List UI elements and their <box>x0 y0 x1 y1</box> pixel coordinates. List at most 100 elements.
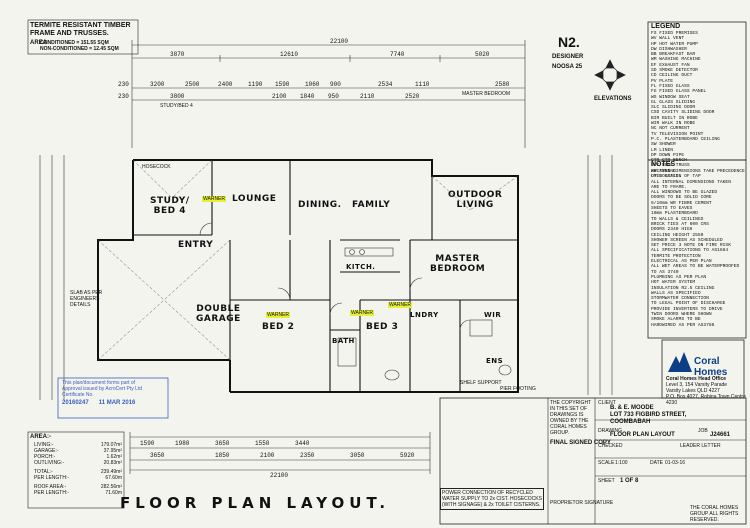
proprietor-signature: PROPRIETOR SIGNATURE <box>550 500 614 506</box>
slab-note: SLAB AS PER ENGINEERS DETAILS <box>70 290 103 308</box>
company-address2: Varsity Lakes QLD 4227 <box>666 388 720 394</box>
sub-dim-6: 1060 <box>305 81 320 88</box>
model-name: NOOSA 25 <box>552 64 583 70</box>
room-outdoor: OUTDOOR LIVING <box>448 190 503 210</box>
lower-dim-1: 3800 <box>170 93 185 100</box>
notes-item: HOT WATER SYSTEM <box>651 280 696 286</box>
area-row: PORCH:-1.62m² <box>34 454 122 460</box>
hosecock-label: HOSECOCK <box>142 164 171 170</box>
highlight-note-2: WARNER <box>266 312 291 318</box>
sheet-label: SHEET <box>598 478 615 484</box>
legend-item: SD SMOKE DETECTOR <box>651 68 698 74</box>
legend-item: PV PLATE <box>651 78 674 84</box>
legend-item: P.C. PLASTERBOARD CEILING <box>651 136 720 142</box>
area-row: ROOF AREA:-282.56m² <box>34 484 122 490</box>
notes-item: ALL SPECIFICATIONS TO AS1684 <box>651 248 729 254</box>
notes-item: ARE TO FRAME. <box>651 184 687 190</box>
legend-item: AW AWNING <box>651 168 676 174</box>
legend-item: WIR WALK IN ROBE <box>651 121 696 127</box>
area-conditioned: CONDITIONED = 151.55 SQM <box>40 40 109 46</box>
notes-item: ALL WINDOWS TO BE GLAZED <box>651 190 718 196</box>
study-bed-small-label: STUDY/BED 4 <box>160 103 193 109</box>
sub-dim-1: 3200 <box>150 81 165 88</box>
legend-item: LT LOCATION OF TAP <box>651 174 701 180</box>
room-dining: DINING. <box>298 200 342 210</box>
suburb: COOMBABAH <box>610 419 651 425</box>
legend-item: R/T ROOF TRUSS <box>651 163 690 169</box>
legend-item: WS WINDOW SEAT <box>651 94 690 100</box>
leader-letter: LEADER LETTER <box>680 443 721 449</box>
company-logo: Coral Homes <box>694 356 728 378</box>
lower-dim-3: 1840 <box>300 93 315 100</box>
sub-dim-7: 900 <box>330 81 341 88</box>
scale-label: SCALE <box>598 460 615 466</box>
room-garage: DOUBLE GARAGE <box>196 304 241 324</box>
room-study: STUDY/ BED 4 <box>150 196 190 216</box>
notes-item: TERMITE PROTECTION <box>651 253 701 259</box>
top-dim-2: 12610 <box>280 51 299 58</box>
area-row: LIVING:-179.07m² <box>34 442 122 448</box>
sub-dim-10: 2580 <box>495 81 510 88</box>
room-lndry: LNDRY <box>410 311 439 319</box>
bottom-dim-8: 2100 <box>260 452 275 459</box>
bottom-dim-3: 3650 <box>215 440 230 447</box>
drawing-name: FLOOR PLAN LAYOUT <box>610 432 675 438</box>
notes-item: OVER SCALE. <box>651 174 682 180</box>
design-code: N2. <box>558 34 580 50</box>
bottom-dim-1: 1590 <box>140 440 155 447</box>
legend-item: FG FIXED GLASS PANEL <box>651 89 707 95</box>
client-name: B. & E. MOODE <box>610 405 654 411</box>
area-row: PER LENGTH:-71.60m <box>34 490 122 496</box>
area-row: OUTLIVING:-20.83m² <box>34 460 122 466</box>
notes-item: TO AS 3740 <box>651 269 679 275</box>
notes-item: 10mm PLASTERBOARD <box>651 211 698 217</box>
room-family: FAMILY <box>352 200 391 210</box>
highlight-note-3: WARNER <box>350 310 375 316</box>
notes-title: NOTES <box>651 161 676 168</box>
notes-item: TWIN DOORS WHERE SHOWN <box>651 312 712 318</box>
area-table-title: AREA:- <box>30 434 51 440</box>
job-number: J24661 <box>710 432 731 438</box>
designer-label: DESIGNER <box>552 54 584 60</box>
bottom-overall-dim: 22100 <box>270 472 289 479</box>
top-dim-1: 3870 <box>170 51 185 58</box>
notes-item: SMOKE ALARMS TO BE <box>651 317 701 323</box>
legend-item: DW DISHWASHER <box>651 46 687 52</box>
final-signed-copy: FINAL SIGNED COPY <box>550 440 611 446</box>
legend-item: DP DOWN PIPE <box>651 152 685 158</box>
notes-item: SHEETS TO EAVES <box>651 206 693 212</box>
notes-item: DOORS TO BE SOLID CORE <box>651 195 712 201</box>
legend-item: CTR CTR BENCH <box>651 158 687 164</box>
date-label: DATE <box>650 460 663 466</box>
notes-item: WRITTEN DIMENSIONS TAKE PRECEDENCE <box>651 169 745 174</box>
legend-item: WV WALL VENT <box>651 36 685 42</box>
sub-dim-9: 1110 <box>415 81 430 88</box>
legend-item: HP HOT WATER PUMP <box>651 41 698 47</box>
bottom-dim-6: 3650 <box>150 452 165 459</box>
stamp-date: 11 MAR 2016 <box>98 400 136 406</box>
legend-item: WM WASHING MACHINE <box>651 57 701 63</box>
site-address: LOT 733 FIGBIRD STREET, <box>610 412 687 418</box>
area-non-conditioned: NON-CONDITIONED = 12.45 SQM <box>40 46 119 52</box>
room-bed2: BED 2 <box>262 322 295 332</box>
sub-dim-8: 2534 <box>378 81 393 88</box>
highlight-note-1: WARNER <box>202 196 227 202</box>
notes-item: DOORS 2340 HIGH <box>651 227 693 233</box>
power-note: POWER CONNECTION OF RECYCLED WATER SUPPL… <box>440 488 544 510</box>
room-entry: ENTRY <box>178 240 214 250</box>
notes-item: INSULATION R2.5 CEILING <box>651 285 715 291</box>
drawing-label: DRAWING <box>598 428 622 434</box>
room-wir: WIR <box>484 311 502 319</box>
left-top-dim-1: 230 <box>118 81 129 88</box>
legend-item: FL FIXED GLASS <box>651 83 690 89</box>
job-label: JOB <box>698 428 708 434</box>
notes-item: HARDWIRED AS PER AS3786 <box>651 322 715 328</box>
room-bath: BATH <box>332 337 355 345</box>
sub-dim-4: 1190 <box>248 81 263 88</box>
notes-item: ELECTRICAL AS PER PLAN <box>651 259 712 265</box>
top-dim-3: 7740 <box>390 51 405 58</box>
approval-stamp: This plan/document forms part of Approva… <box>62 380 143 406</box>
notes-item: ALL INTERNAL DIMENSIONS TAKEN <box>651 179 731 185</box>
legend-item: NC NOT CURRENT <box>651 126 690 132</box>
room-kitch: KITCH. <box>346 263 376 271</box>
